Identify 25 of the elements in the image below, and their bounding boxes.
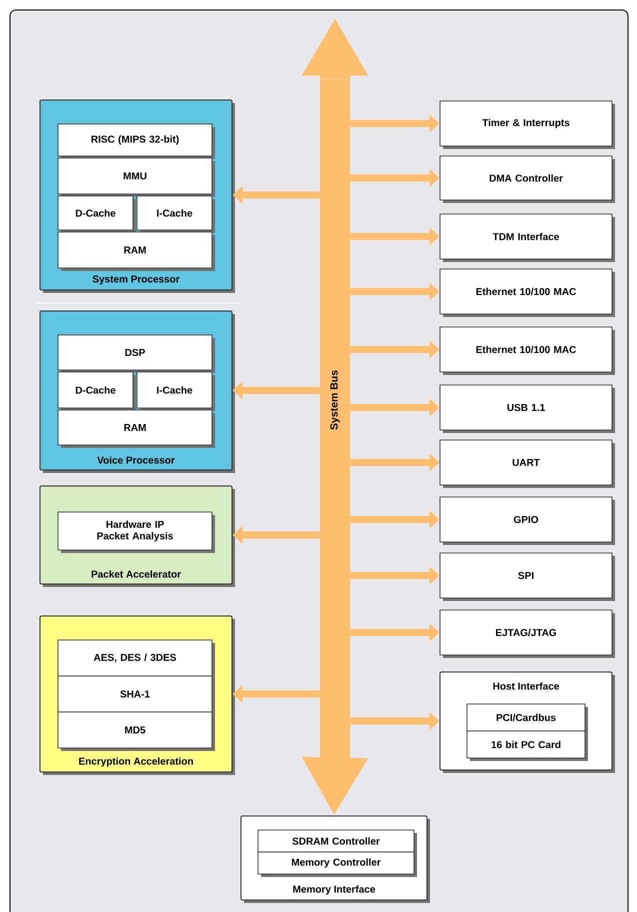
function-box: 16 bit PC Card: [466, 730, 588, 761]
peripheral-box: EJTAG/JTAG: [440, 610, 615, 658]
function-box: AES, DES / 3DES: [58, 640, 215, 679]
function-box: D-Cache: [58, 372, 136, 411]
function-box: D-Cache: [58, 196, 136, 233]
function-box: PCI/Cardbus: [466, 704, 588, 734]
node-label: System Bus: [330, 370, 340, 430]
function-box: SDRAM Controller: [258, 830, 417, 855]
peripheral-box: Timer & Interrupts: [440, 100, 615, 149]
function-box: MD5: [58, 712, 215, 751]
peripheral-box: GPIO: [440, 496, 615, 545]
peripheral-box: SPI: [440, 552, 615, 601]
function-box: I-Cache: [136, 372, 215, 411]
peripheral-box: DMA Controller: [440, 156, 615, 203]
peripheral-box: Ethernet 10/100 MAC: [440, 268, 615, 317]
peripheral-box: UART: [440, 440, 615, 488]
system-bus: System Bus: [320, 80, 350, 760]
function-box: RISC (MIPS 32-bit): [58, 124, 215, 159]
function-box: Hardware IP Packet Analysis: [58, 512, 215, 553]
function-box: SHA-1: [58, 676, 215, 715]
function-box: I-Cache: [136, 196, 215, 233]
peripheral-box: Ethernet 10/100 MAC: [440, 326, 615, 375]
function-box: Memory Controller: [258, 852, 417, 877]
peripheral-box: USB 1.1: [440, 384, 615, 433]
peripheral-box: TDM Interface: [440, 214, 615, 262]
